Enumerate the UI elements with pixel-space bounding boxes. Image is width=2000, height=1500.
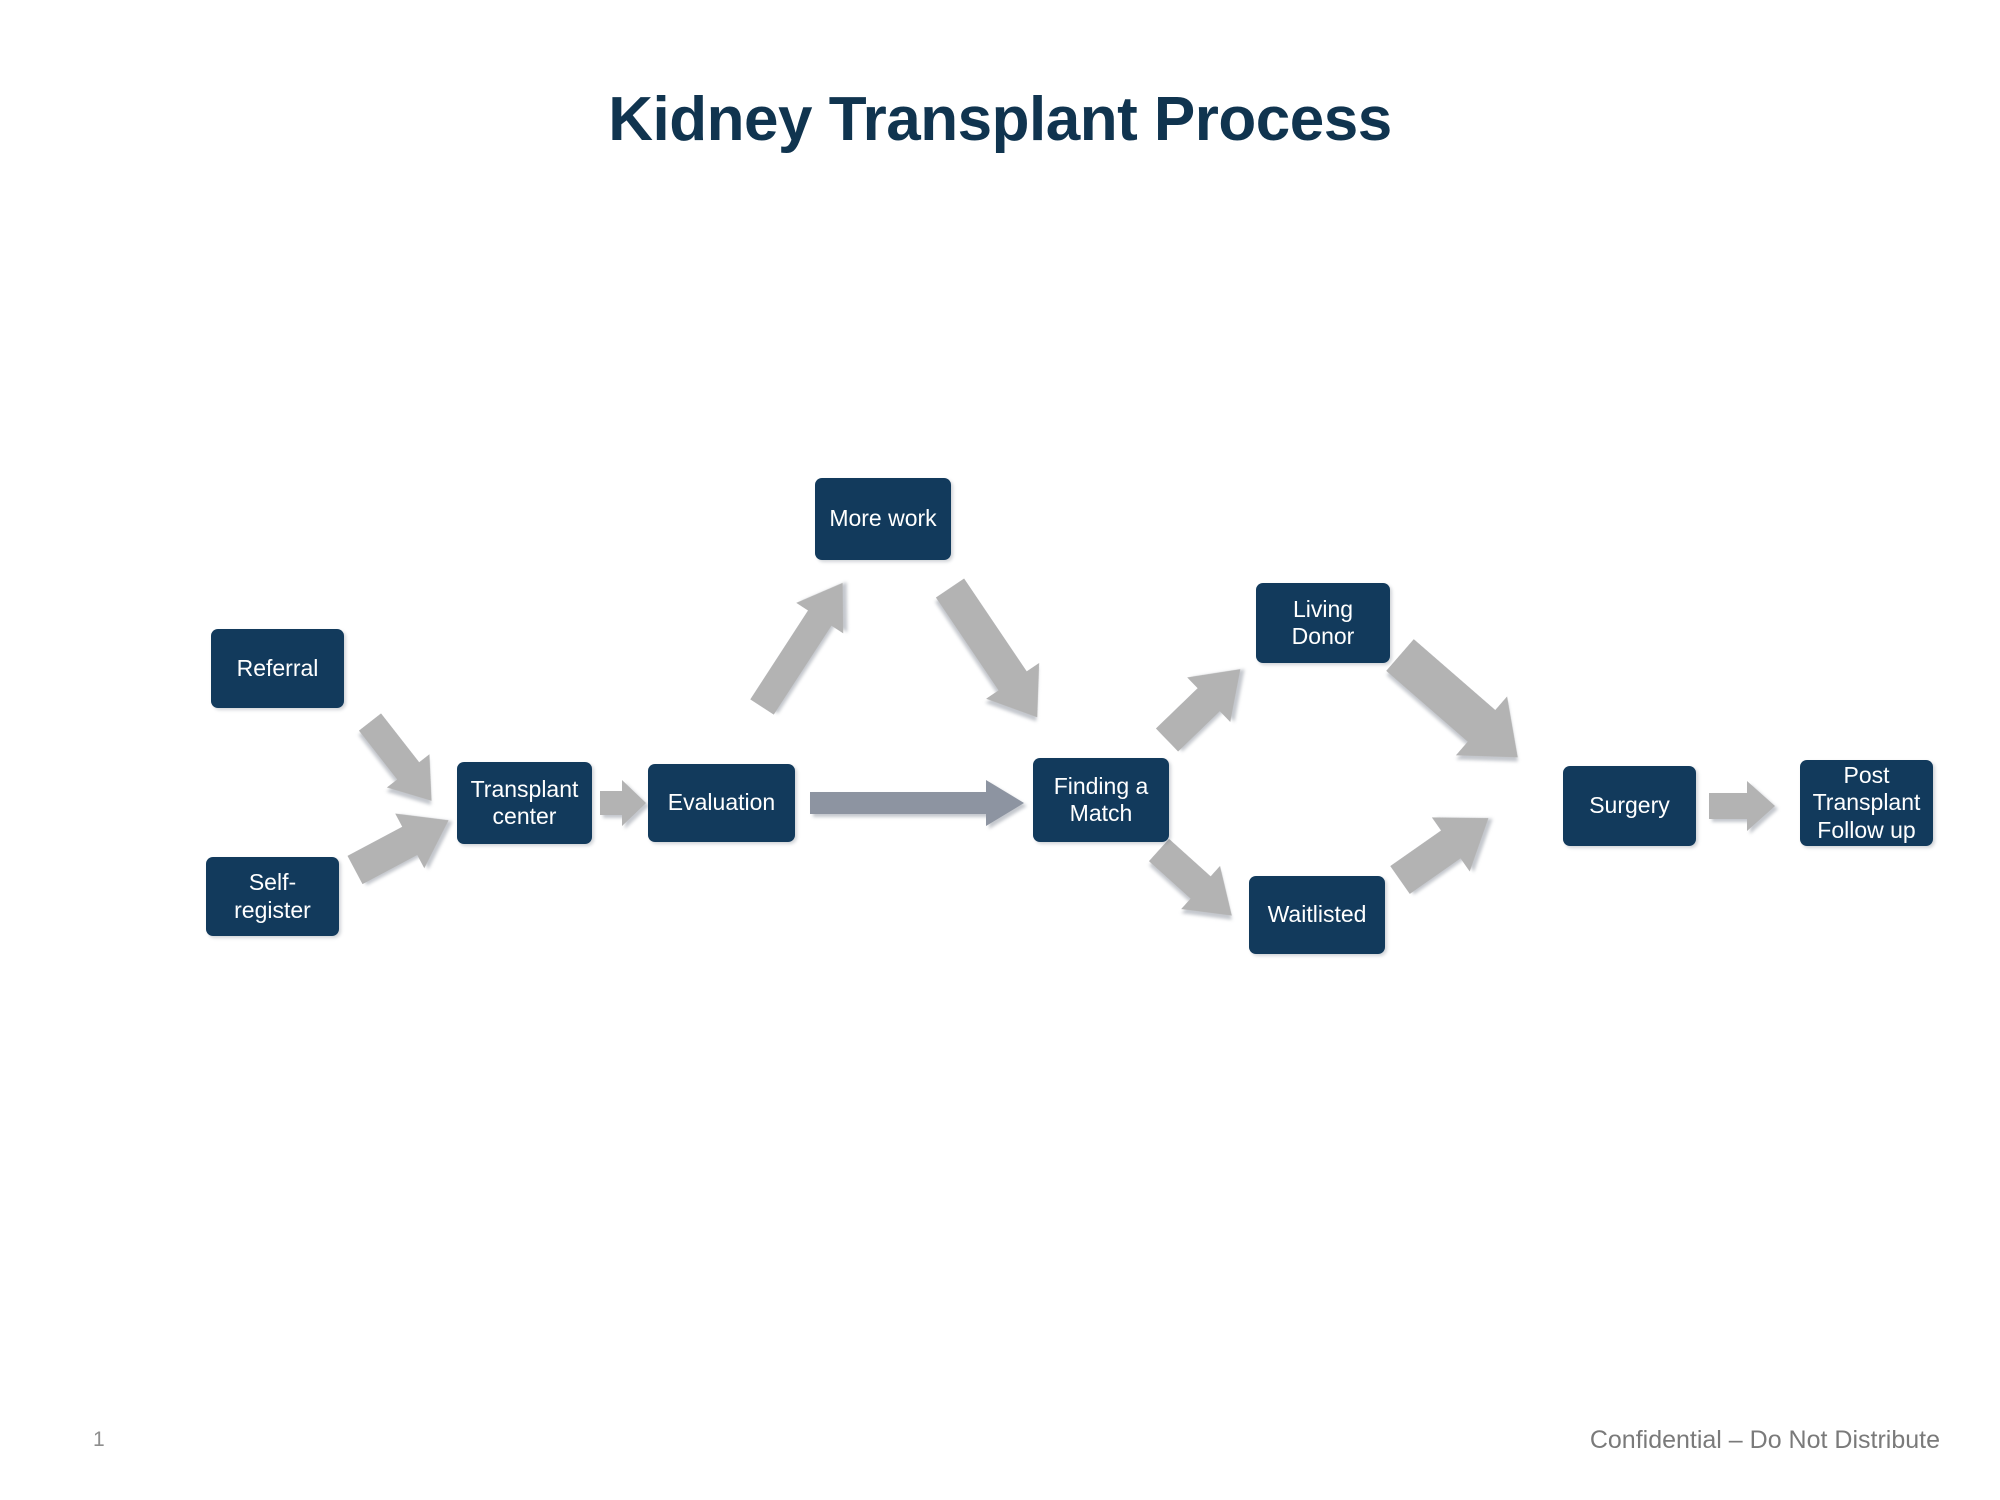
node-surgery-label: Surgery	[1589, 792, 1670, 819]
node-referral[interactable]: Referral	[211, 629, 344, 708]
node-more-work[interactable]: More work	[815, 478, 951, 560]
arrow-surgery-to-post-transplant	[1709, 781, 1775, 831]
page-title: Kidney Transplant Process	[608, 85, 1392, 154]
node-referral-label: Referral	[236, 654, 319, 681]
node-surgery[interactable]: Surgery	[1563, 766, 1696, 846]
node-waitlisted[interactable]: Waitlisted	[1249, 876, 1385, 954]
node-waitlisted-label: Waitlisted	[1267, 901, 1367, 928]
arrow-evaluation-to-more-work	[750, 582, 844, 715]
arrow-evaluation-to-finding-match	[810, 780, 1024, 826]
arrow-more-work-to-finding-match	[935, 578, 1040, 718]
page-number: 1	[93, 1428, 105, 1451]
arrow-finding-match-to-waitlisted	[1148, 838, 1232, 916]
node-evaluation[interactable]: Evaluation	[648, 764, 795, 842]
node-evaluation-label: Evaluation	[667, 789, 776, 816]
node-self-register[interactable]: Self-register	[206, 857, 339, 936]
arrow-waitlisted-to-surgery	[1390, 817, 1489, 894]
confidential-footer: Confidential – Do Not Distribute	[1589, 1426, 1940, 1454]
node-self-register-label: Self-register	[234, 869, 311, 923]
arrow-self-register-to-transplant-center	[347, 813, 449, 885]
arrow-transplant-center-to-evaluation	[600, 780, 646, 826]
arrow-finding-match-to-living-donor	[1155, 669, 1241, 752]
arrow-referral-to-transplant-center	[358, 713, 432, 801]
node-more-work-label: More work	[829, 505, 937, 532]
arrow-living-donor-to-surgery	[1386, 639, 1518, 758]
